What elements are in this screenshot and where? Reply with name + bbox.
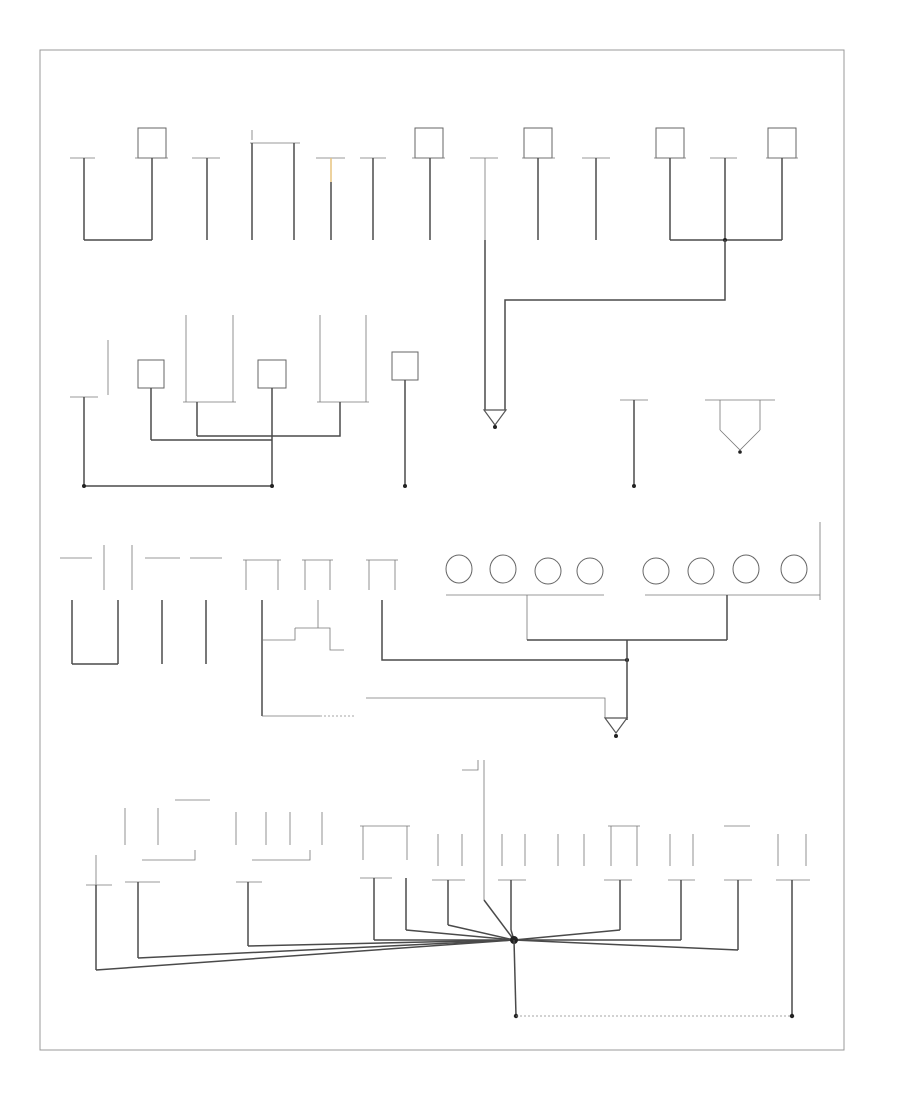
diagram-border	[39, 49, 845, 1051]
ground-g2	[614, 734, 618, 738]
component-10	[582, 157, 610, 240]
ground-g1-feed	[482, 240, 726, 429]
component-38	[557, 834, 585, 866]
component-24	[145, 557, 180, 664]
component-16	[183, 315, 236, 436]
component-26	[243, 559, 281, 716]
row-3-components	[60, 522, 821, 738]
component-13[interactable]	[766, 127, 798, 240]
component-12	[710, 157, 737, 240]
component-25	[190, 557, 222, 664]
component-5	[316, 157, 345, 240]
component-31	[124, 808, 196, 958]
component-3	[192, 157, 220, 240]
component-36	[432, 834, 465, 925]
component-7[interactable]	[412, 127, 445, 240]
component-40	[668, 834, 695, 940]
component-14	[70, 340, 109, 486]
splice-row2-a	[82, 484, 86, 488]
component-37	[498, 834, 526, 930]
component-30	[86, 855, 112, 970]
component-17[interactable]	[257, 359, 287, 486]
component-41	[724, 825, 752, 950]
component-2[interactable]	[135, 127, 168, 240]
component-28	[366, 559, 627, 661]
component-18	[317, 315, 369, 432]
component-1	[70, 157, 95, 240]
component-33	[235, 812, 311, 946]
component-34	[289, 812, 323, 845]
component-20	[620, 399, 648, 488]
row-4-components	[86, 760, 810, 1019]
component-6	[360, 157, 386, 240]
component-8	[470, 157, 498, 240]
splice-row2-b	[270, 484, 274, 488]
row-1-components	[70, 127, 798, 242]
wire-row3-f	[366, 697, 606, 718]
component-27	[302, 559, 333, 628]
component-19[interactable]	[391, 351, 419, 488]
component-35	[360, 825, 410, 940]
component-23	[103, 545, 133, 664]
wire-row3-c	[295, 627, 344, 651]
component-21	[705, 399, 775, 454]
component-39	[604, 825, 640, 930]
component-42	[776, 834, 810, 1016]
right-tail-lamp-group	[627, 522, 821, 641]
comp-29-bar	[462, 760, 479, 771]
wire-row3-b	[262, 628, 296, 641]
row-2-components	[70, 315, 775, 488]
component-4	[250, 130, 300, 240]
component-11[interactable]	[654, 127, 686, 240]
wire-row2-b	[197, 432, 341, 437]
star-ground-harness	[95, 899, 795, 1019]
ground-symbol-g2	[603, 717, 629, 735]
component-9[interactable]	[522, 127, 555, 240]
left-tail-lamp-group	[445, 554, 627, 641]
component-15[interactable]	[137, 359, 165, 440]
